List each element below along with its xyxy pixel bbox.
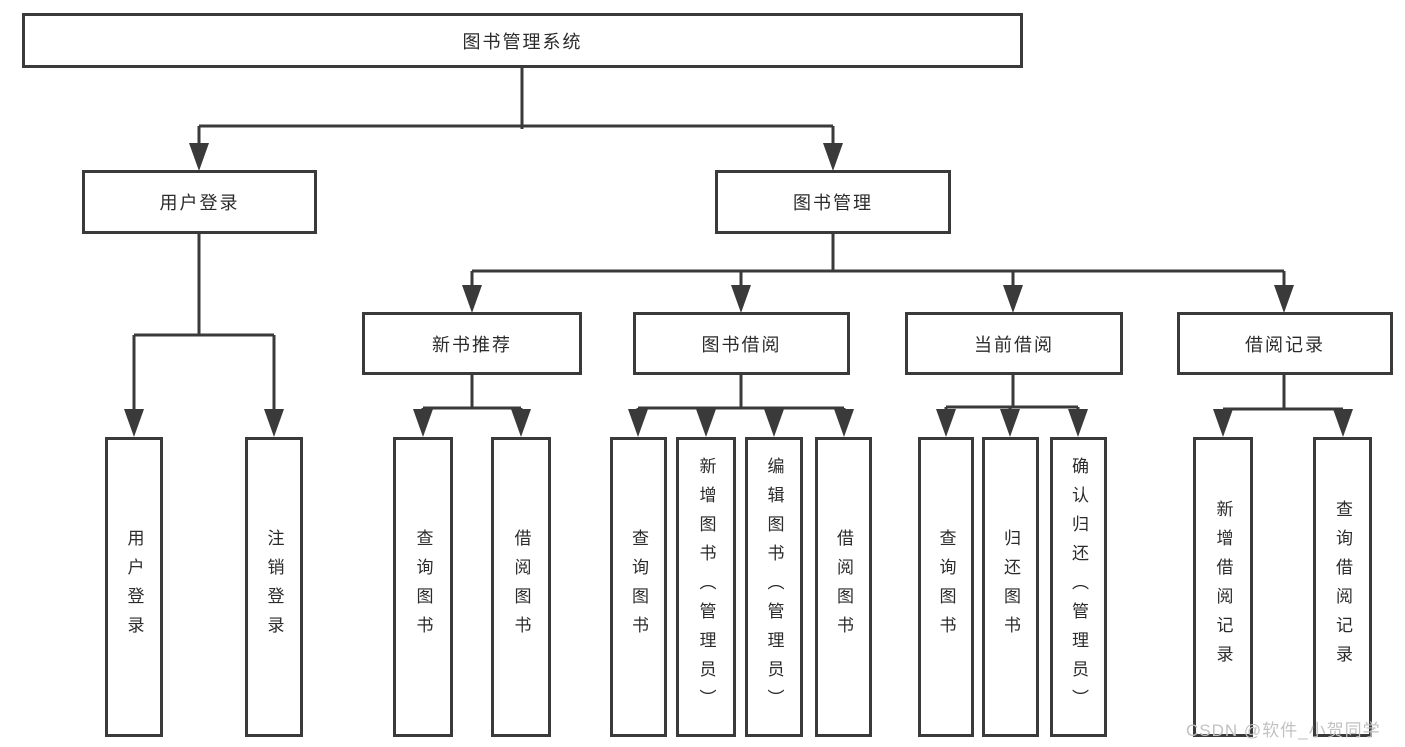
node-root: 图书管理系统 [22,13,1023,68]
node-new-book-recommend: 新书推荐 [362,312,582,375]
node-borrow-records: 借阅记录 [1177,312,1393,375]
leaf-borrow-books-2: 借阅图书 [815,437,872,737]
node-book-borrow: 图书借阅 [633,312,850,375]
leaf-query-borrow-record: 查询借阅记录 [1313,437,1372,737]
leaf-borrow-books-1: 借阅图书 [491,437,551,737]
leaf-query-books-1: 查询图书 [393,437,453,737]
node-user-login: 用户登录 [82,170,317,234]
leaf-add-book-admin: 新增图书（管理员） [676,437,736,737]
leaf-confirm-return-admin: 确认归还（管理员） [1050,437,1107,737]
leaf-edit-book-admin: 编辑图书（管理员） [745,437,803,737]
leaf-add-borrow-record: 新增借阅记录 [1193,437,1253,737]
leaf-user-login: 用户登录 [105,437,163,737]
leaf-logout: 注销登录 [245,437,303,737]
leaf-query-books-3: 查询图书 [918,437,974,737]
node-book-management: 图书管理 [715,170,951,234]
leaf-query-books-2: 查询图书 [610,437,667,737]
node-current-borrow: 当前借阅 [905,312,1123,375]
leaf-return-book: 归还图书 [982,437,1039,737]
watermark: CSDN @软件_小贺同学 [1186,721,1381,740]
